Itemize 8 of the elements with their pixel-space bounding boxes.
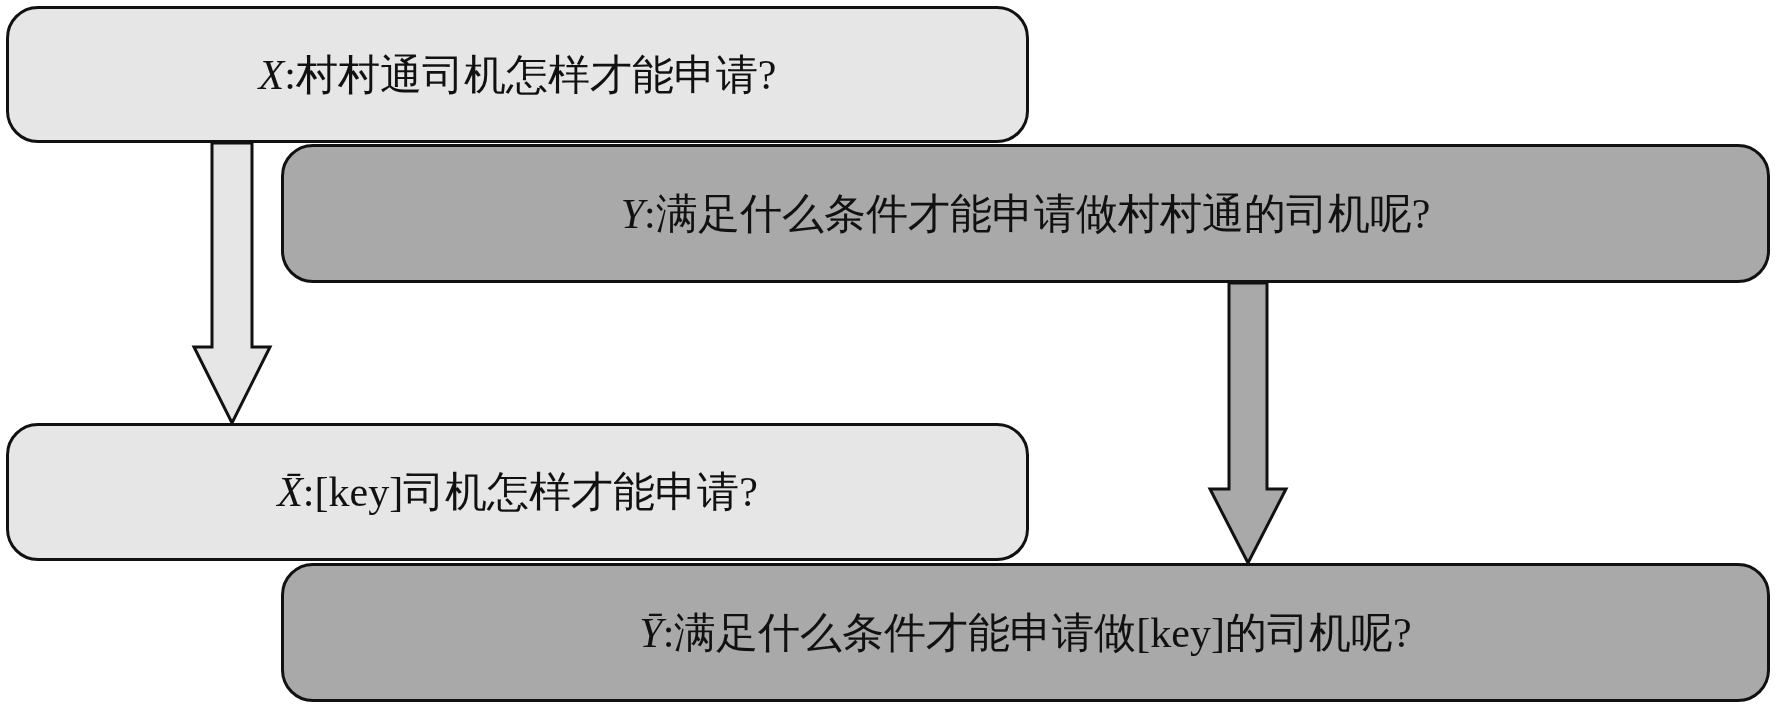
question-text: Ȳ:满足什么条件才能申请做[key]的司机呢? [639, 608, 1412, 658]
question-text: Y:满足什么条件才能申请做村村通的司机呢? [620, 189, 1431, 239]
question-box [6, 6, 1029, 143]
question-box [6, 423, 1029, 561]
question-box [281, 563, 1770, 702]
question-text: X̄:[key]司机怎样才能申请? [277, 468, 758, 517]
question-box [281, 144, 1770, 283]
question-text: X:村村通司机怎样才能申请? [258, 50, 777, 100]
